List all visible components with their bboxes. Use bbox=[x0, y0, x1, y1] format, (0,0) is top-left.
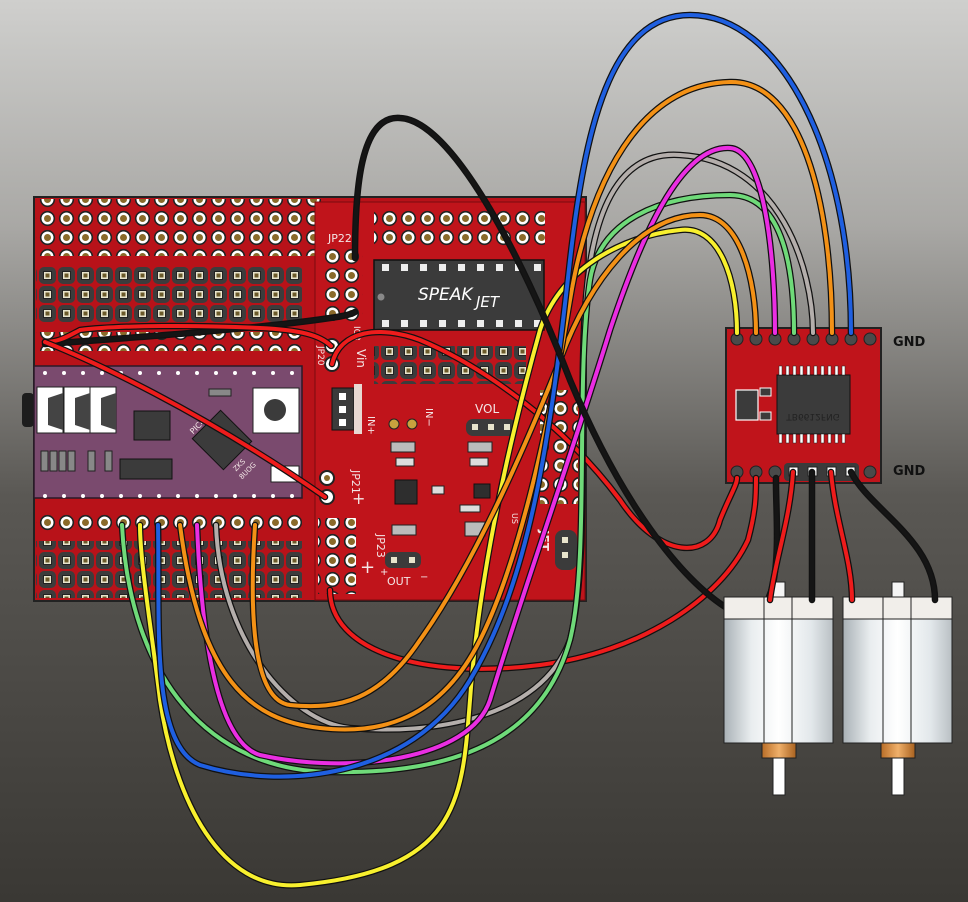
jp23-header bbox=[318, 518, 356, 594]
opamp-ic bbox=[394, 479, 418, 505]
jp23-plus: + bbox=[360, 557, 375, 578]
wire-green bbox=[120, 192, 796, 775]
out-header bbox=[385, 552, 421, 568]
motor-driver-board: TB6612FNG GND GND bbox=[725, 327, 926, 484]
out-plus-label: + bbox=[380, 567, 388, 578]
out-label: OUT bbox=[387, 575, 411, 588]
wire-magenta bbox=[195, 145, 777, 766]
usb-jack bbox=[36, 386, 117, 434]
cert-label: US bbox=[510, 513, 519, 524]
wire-motor-b-black bbox=[849, 470, 937, 602]
wire-black-jp22 bbox=[43, 310, 357, 346]
jp23-label: JP23 bbox=[374, 533, 387, 558]
pad-grid-lower bbox=[36, 541, 302, 598]
gnd-label-bottom: GND bbox=[893, 464, 926, 479]
speakjet-chip: SPEAK JET bbox=[373, 259, 545, 331]
jp21-label: JP21 bbox=[349, 469, 362, 494]
speakjet-header-top bbox=[374, 208, 545, 246]
wire-red-jp23 bbox=[328, 476, 758, 671]
vin-label: Vin bbox=[354, 349, 368, 368]
jp22-label: JP22 bbox=[327, 232, 352, 245]
speakjet-chip-sublabel: JET bbox=[473, 293, 501, 311]
motor-a bbox=[723, 581, 834, 796]
wire-red-vin bbox=[330, 330, 739, 550]
reset-button bbox=[252, 387, 300, 434]
vol-label: VOL bbox=[475, 402, 499, 416]
pth-grid-top bbox=[36, 199, 321, 256]
tb6612-chip-label: TB6612FNG bbox=[785, 411, 839, 421]
header-row-lower bbox=[36, 514, 302, 533]
wire-yellow bbox=[138, 227, 739, 888]
wires bbox=[41, 11, 855, 889]
tb6612-chip: TB6612FNG bbox=[776, 365, 851, 444]
out-minus-label: − bbox=[420, 572, 428, 583]
jp20-label: JP20 bbox=[315, 345, 325, 366]
speakjet-section: JP22 SPEAK JET IC3 Vin JP20 IN+ IN− bbox=[314, 201, 586, 601]
speakjet-chip-label: SPEAK bbox=[418, 285, 474, 305]
gnd-label-top: GND bbox=[893, 335, 926, 350]
in-plus-label: IN+ bbox=[365, 416, 376, 435]
wire-red-jp21 bbox=[43, 340, 327, 499]
wire-blue bbox=[156, 12, 853, 779]
jp21-plus: + bbox=[352, 489, 365, 508]
wire-orange-long bbox=[178, 79, 834, 732]
usb-connector bbox=[22, 393, 34, 427]
wire-motor-a-red bbox=[768, 470, 795, 602]
wire-orange-short bbox=[250, 212, 758, 709]
in-minus-label: IN− bbox=[423, 408, 434, 427]
pro-micro-board: PIC4 ZKS 8UOG bbox=[22, 365, 303, 499]
motor-b bbox=[842, 581, 953, 796]
wire-motor-b-red bbox=[829, 470, 854, 602]
motor-leads bbox=[766, 468, 939, 604]
pad-grid-upper bbox=[36, 266, 302, 323]
wire-red-power bbox=[43, 323, 333, 348]
